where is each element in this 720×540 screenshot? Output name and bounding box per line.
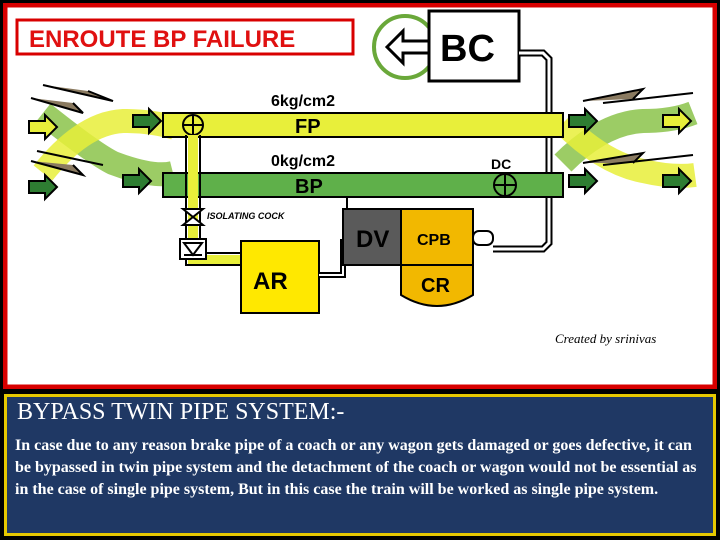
credit-text: Created by srinivas (555, 331, 656, 346)
cr-reservoir (400, 264, 474, 307)
fp-pressure-label: 6kg/cm2 (271, 93, 335, 110)
coupling-arrow-icon (28, 172, 59, 202)
fp-pipe (162, 112, 564, 138)
right-hose-couplings (554, 87, 698, 196)
fp-label: FP (295, 116, 321, 138)
bc-label: BC (440, 28, 495, 70)
bp-label: BP (295, 176, 323, 198)
twin-pipe-schematic: ENROUTE BP FAILURE BC (3, 3, 717, 389)
ar-label: AR (253, 268, 288, 295)
dv-label: DV (356, 226, 389, 253)
dv-box (342, 208, 402, 266)
page-title: ENROUTE BP FAILURE (29, 26, 295, 53)
ar-reservoir (240, 240, 320, 314)
bp-pressure-label: 0kg/cm2 (271, 153, 335, 170)
coupling-arrow-icon (568, 106, 599, 136)
coupling-arrow-icon (662, 106, 693, 136)
bc-box (427, 9, 521, 83)
left-hose-couplings (28, 84, 179, 202)
dc-label: DC (491, 156, 511, 172)
cr-label: CR (421, 275, 450, 297)
isolating-cock-icon (180, 208, 206, 219)
title-banner (15, 18, 355, 56)
section-heading: BYPASS TWIN PIPE SYSTEM:- (17, 399, 345, 425)
explanation-panel: BYPASS TWIN PIPE SYSTEM:- In case due to… (4, 394, 716, 536)
cpb-label: CPB (417, 232, 451, 249)
coupling-arrow-icon (568, 166, 599, 196)
coupling-arrow-icon (28, 112, 59, 142)
coupling-arrow-icon (132, 106, 163, 136)
coupling-arrow-icon (122, 166, 153, 196)
isolating-cock-label: ISOLATING COCK (207, 211, 286, 221)
section-body: In case due to any reason brake pipe of … (15, 437, 697, 498)
coupling-arrow-icon (662, 166, 693, 196)
